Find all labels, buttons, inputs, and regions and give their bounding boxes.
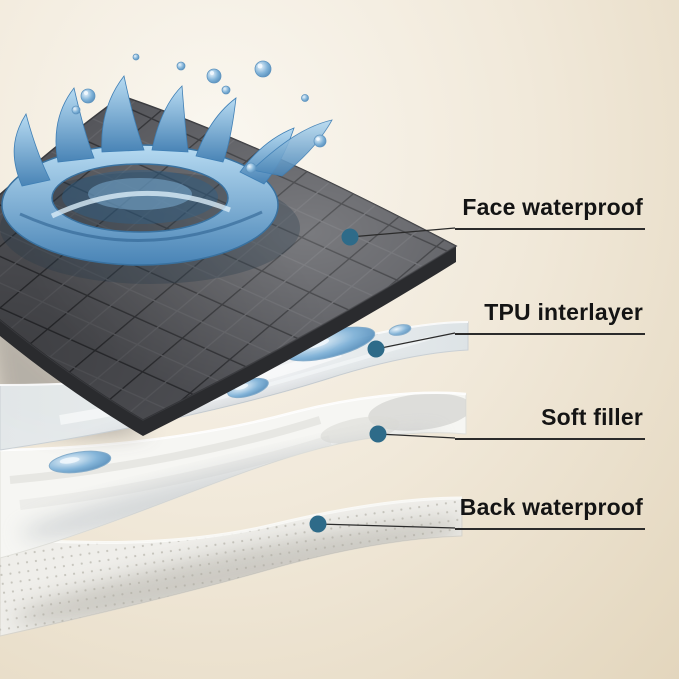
annotation-dots xyxy=(309,228,387,533)
dot-soft-filler xyxy=(369,425,387,443)
water-splash xyxy=(0,53,333,284)
annotation-face-waterproof-label: Face waterproof xyxy=(462,194,643,220)
annotation-back-waterproof-label: Back waterproof xyxy=(459,494,643,520)
dot-tpu-interlayer xyxy=(367,340,385,358)
annotation-back-waterproof: Back waterproof xyxy=(455,495,645,530)
annotation-soft-filler-label: Soft filler xyxy=(541,404,643,430)
annotation-face-waterproof: Face waterproof xyxy=(455,195,645,230)
annotation-tpu-interlayer-label: TPU interlayer xyxy=(484,299,643,325)
dot-back-waterproof xyxy=(309,515,327,533)
face-waterproof-layer xyxy=(0,95,458,436)
water-beads xyxy=(48,324,412,474)
splash-droplets xyxy=(71,53,327,174)
annotation-soft-filler: Soft filler xyxy=(455,405,645,440)
back-waterproof-layer xyxy=(0,496,463,637)
annotation-tpu-interlayer: TPU interlayer xyxy=(455,300,645,335)
dot-face-waterproof xyxy=(341,228,359,246)
leader-lines xyxy=(317,227,456,529)
